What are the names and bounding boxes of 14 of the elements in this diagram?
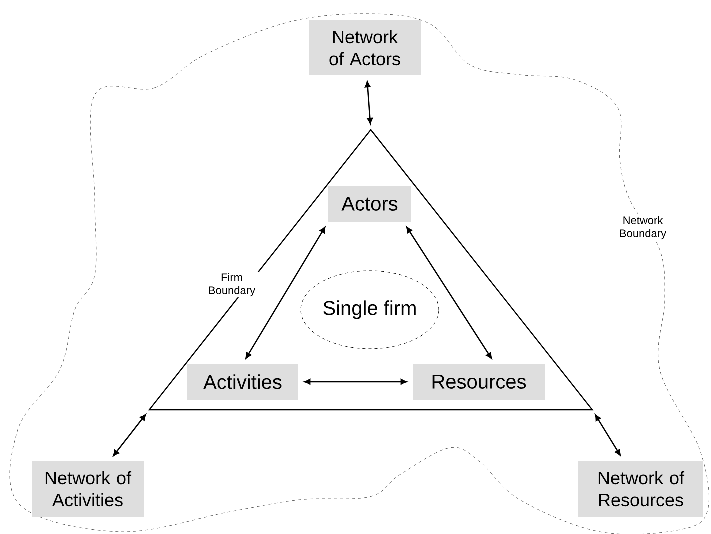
label-box: Resources bbox=[413, 364, 545, 400]
boundary-label: Network Boundary bbox=[616, 215, 670, 241]
boundary-label: Firm Boundary bbox=[200, 272, 264, 298]
label-box: Actors bbox=[328, 186, 412, 222]
arrow bbox=[364, 81, 374, 124]
label-box: Network of Resources bbox=[578, 460, 704, 517]
label-box: Activities bbox=[188, 364, 298, 400]
arrow bbox=[113, 414, 146, 456]
arrow bbox=[304, 379, 408, 385]
label-box: Network of Actors bbox=[309, 20, 421, 76]
arrow bbox=[246, 226, 326, 360]
arrow bbox=[406, 226, 492, 360]
arrow bbox=[595, 414, 622, 456]
label-box: Network of Activities bbox=[32, 460, 144, 517]
